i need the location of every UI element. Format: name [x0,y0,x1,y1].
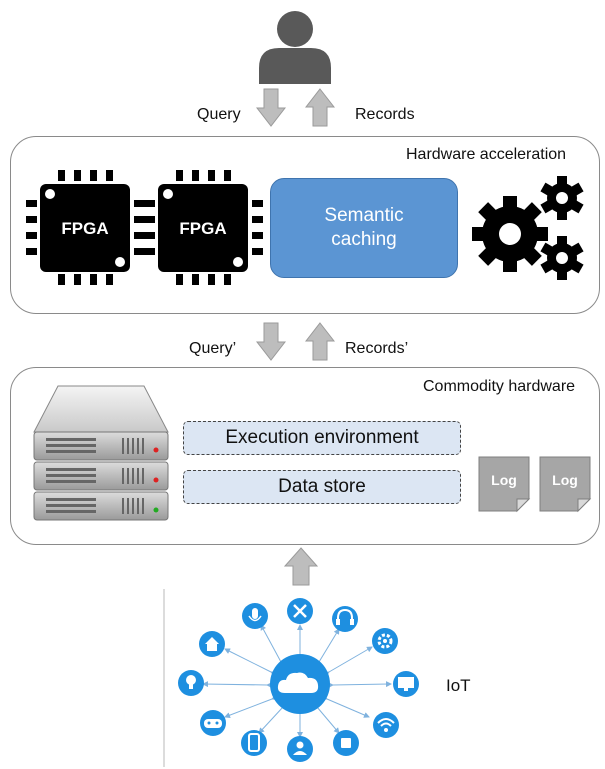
log-file-icon-1: Log [478,456,531,513]
records-label: Records [355,106,415,123]
cloud-icon [270,654,330,714]
gear-icon [372,628,398,654]
fpga-chip-2: FPGA [144,170,263,285]
records-arrow-up [305,88,335,127]
log-file-icon-2: Log [539,456,592,513]
query-arrow-down [256,88,286,127]
tools-icon [287,598,313,624]
monitor-icon [393,671,419,697]
data-store-label: Data store [278,476,366,497]
semantic-caching-block: Semantic caching [270,178,458,278]
lightbulb-icon [178,670,204,696]
phone-icon [241,730,267,756]
log-label-1: Log [491,472,517,488]
semantic-caching-label: Semantic caching [324,205,404,250]
iot-network-diagram [163,589,419,767]
wifi-icon [373,712,399,738]
fpga-label-2: FPGA [179,219,226,238]
commodity-hardware-title: Commodity hardware [423,378,576,395]
execution-environment-label: Execution environment [225,427,419,448]
fpga-label-1: FPGA [61,219,108,238]
user-icon [287,736,313,762]
headphones-icon [332,606,358,632]
query-label: Query [197,106,241,123]
fpga-chip-1: FPGA [26,170,145,285]
log-label-2: Log [552,472,578,488]
query-prime-label: Query’ [189,340,237,357]
gears-icon [472,176,584,280]
server-icon [33,385,169,521]
execution-environment-block: Execution environment [183,421,461,455]
gamepad-icon [200,710,226,736]
microphone-icon [242,603,268,629]
data-store-block: Data store [183,470,461,504]
records-prime-label: Records’ [345,340,409,357]
hardware-acceleration-title: Hardware acceleration [406,146,567,163]
query-prime-arrow-down [256,322,286,361]
iot-label: IoT [446,676,471,695]
user-icon [259,11,331,84]
records-prime-arrow-up [305,322,335,361]
iot-arrow-up [284,547,318,586]
square-icon [333,730,359,756]
home-icon [199,631,225,657]
